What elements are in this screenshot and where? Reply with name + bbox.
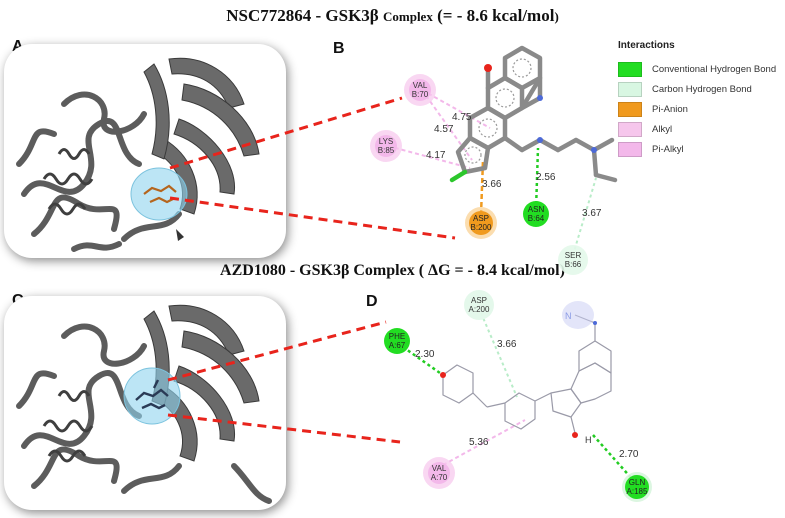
residue-val70-b: VAL B:70 <box>404 74 436 106</box>
protein-ribbon-a <box>16 57 260 252</box>
svg-text:VAL: VAL <box>413 81 428 90</box>
svg-text:SER: SER <box>565 251 582 260</box>
residue-asp200-b: ASP B:200 <box>465 207 497 239</box>
legend-label: Carbon Hydrogen Bond <box>652 83 752 95</box>
title-bottom: AZD1080 - GSK3β Complex ( ΔG = - 8.4 kca… <box>220 262 565 279</box>
distance-label: 2.70 <box>619 449 639 460</box>
svg-text:A:67: A:67 <box>389 341 406 350</box>
legend-item: Alkyl <box>618 119 783 139</box>
svg-text:A:70: A:70 <box>431 473 448 482</box>
distance-label: 2.30 <box>415 349 435 360</box>
residue-lys85-b: LYS B:85 <box>370 130 402 162</box>
svg-text:ASN: ASN <box>528 205 545 214</box>
legend-label: Pi-Anion <box>652 103 688 115</box>
panel-letter-d: D <box>366 293 378 310</box>
residue-asn64-b: ASN B:64 <box>523 201 549 227</box>
legend-label: Alkyl <box>652 123 673 135</box>
distance-label: 4.17 <box>426 150 446 161</box>
distance-label: 4.75 <box>452 112 472 123</box>
distance-label: 3.66 <box>482 179 502 190</box>
legend-item: Carbon Hydrogen Bond <box>618 79 783 99</box>
svg-text:B:200: B:200 <box>471 223 492 232</box>
legend-swatch <box>618 141 642 157</box>
title-top: NSC772864 - GSK3β Complex (= - 8.6 kcal/… <box>0 6 785 26</box>
svg-text:B:66: B:66 <box>565 260 582 269</box>
protein-structure-a <box>4 44 286 258</box>
legend-label: Conventional Hydrogen Bond <box>652 63 777 75</box>
svg-text:B:85: B:85 <box>378 146 395 155</box>
interactions-legend: Interactions Conventional Hydrogen Bond … <box>618 40 783 170</box>
residue-phe67-d: PHE A:67 <box>384 328 410 354</box>
residue-ser66-b: SER B:66 <box>558 245 588 275</box>
legend-swatch <box>618 121 642 137</box>
title-top-energy: (= - 8.6 kcal/mol <box>437 6 555 25</box>
atom-label-h: H <box>585 435 592 445</box>
legend-item: Conventional Hydrogen Bond <box>618 59 783 79</box>
svg-text:B:70: B:70 <box>412 90 429 99</box>
interaction-diagram-b: VAL B:70 LYS B:85 ASP B:200 ASN B:64 SER… <box>370 45 618 275</box>
connector-a-lower <box>169 196 456 240</box>
svg-text:PHE: PHE <box>389 332 405 341</box>
legend-item: Pi-Alkyl <box>618 139 783 159</box>
connector-a-upper <box>169 96 403 170</box>
interaction-diagram-d: N H PHE A:67 ASP A:200 VAL A:70 GLN A:18… <box>384 290 652 502</box>
protein-structure-c <box>4 296 286 510</box>
legend-swatch <box>618 61 642 77</box>
svg-text:ASP: ASP <box>471 296 487 305</box>
distance-label: 2.56 <box>536 172 556 183</box>
distance-label: 5.36 <box>469 437 489 448</box>
distance-label: 4.57 <box>434 124 454 135</box>
legend-title: Interactions <box>618 40 675 51</box>
legend-label: Pi-Alkyl <box>652 143 684 155</box>
connector-c-lower <box>167 413 401 444</box>
legend-item: Pi-Anion <box>618 99 783 119</box>
svg-text:B:64: B:64 <box>528 214 545 223</box>
svg-text:VAL: VAL <box>432 464 447 473</box>
svg-text:LYS: LYS <box>379 137 394 146</box>
legend-swatch <box>618 101 642 117</box>
title-top-main: NSC772864 - GSK3β <box>226 6 379 25</box>
legend-swatch <box>618 81 642 97</box>
distance-label: 3.66 <box>497 339 517 350</box>
panel-letter-b: B <box>333 40 345 57</box>
title-top-paren: ) <box>554 9 559 24</box>
title-top-complex: Complex <box>383 9 433 24</box>
residue-asp200-d: ASP A:200 <box>464 290 494 320</box>
connector-c-upper <box>167 320 387 382</box>
svg-text:GLN: GLN <box>629 478 646 487</box>
protein-ribbon-c <box>16 304 272 504</box>
distance-label: 3.67 <box>582 208 602 219</box>
svg-text:A:185: A:185 <box>627 487 648 496</box>
residue-gln185-d: GLN A:185 <box>622 472 652 502</box>
svg-text:A:200: A:200 <box>469 305 490 314</box>
svg-text:ASP: ASP <box>473 214 489 223</box>
residue-val70-d: VAL A:70 <box>423 457 455 489</box>
